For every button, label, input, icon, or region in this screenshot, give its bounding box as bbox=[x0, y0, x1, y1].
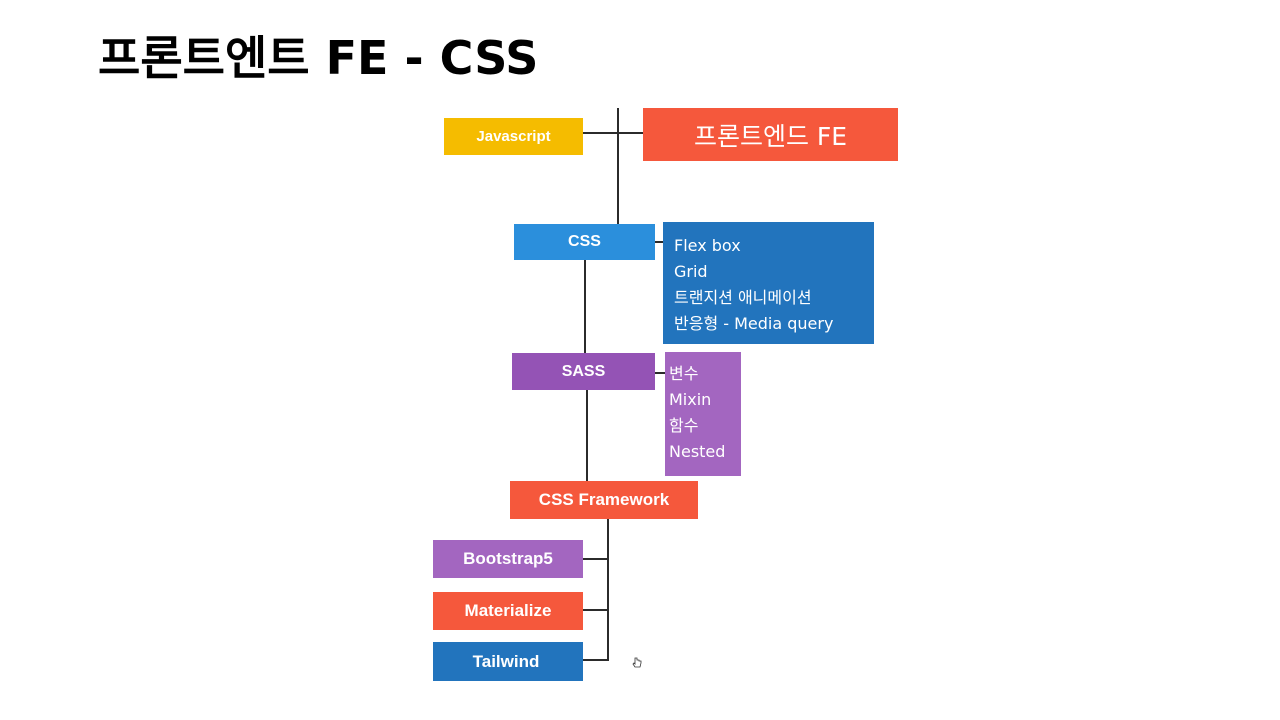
css-topic-item: Flex box bbox=[674, 236, 741, 255]
slide-title: 프론트엔트 FE - CSS bbox=[98, 31, 539, 85]
javascript-box: Javascript bbox=[444, 118, 583, 155]
css-topic-item: 반응형 - Media query bbox=[674, 314, 834, 333]
css-box: CSS bbox=[514, 224, 655, 260]
sass-topic-item: 함수 bbox=[669, 416, 699, 435]
connector-javascript-frontend bbox=[582, 132, 644, 134]
connector-css-topics bbox=[655, 241, 663, 243]
css-topic-item: Grid bbox=[674, 262, 708, 281]
tailwind-box: Tailwind bbox=[433, 642, 583, 681]
bootstrap-box: Bootstrap5 bbox=[433, 540, 583, 578]
connector-framework-vertical bbox=[607, 519, 609, 661]
connector-bootstrap bbox=[582, 558, 609, 560]
connector-main-vertical bbox=[617, 108, 619, 224]
css-framework-box: CSS Framework bbox=[510, 481, 698, 519]
connector-sass-topics bbox=[655, 372, 665, 374]
connector-css-sass bbox=[584, 260, 586, 353]
css-topic-item: 트랜지션 애니메이션 bbox=[674, 288, 812, 307]
css-topics-box: Flex box Grid 트랜지션 애니메이션 반응형 - Media que… bbox=[663, 222, 874, 344]
connector-tailwind bbox=[582, 659, 609, 661]
sass-topic-item: Mixin bbox=[669, 390, 712, 409]
frontend-box: 프론트엔드 FE bbox=[643, 108, 898, 161]
sass-box: SASS bbox=[512, 353, 655, 390]
sass-topic-item: Nested bbox=[669, 442, 726, 461]
sass-topics-box: 변수 Mixin 함수 Nested bbox=[665, 352, 741, 476]
connector-sass-framework bbox=[586, 390, 588, 481]
materialize-box: Materialize bbox=[433, 592, 583, 630]
connector-materialize bbox=[582, 609, 609, 611]
sass-topic-item: 변수 bbox=[669, 364, 699, 383]
hand-cursor-icon bbox=[632, 657, 642, 668]
